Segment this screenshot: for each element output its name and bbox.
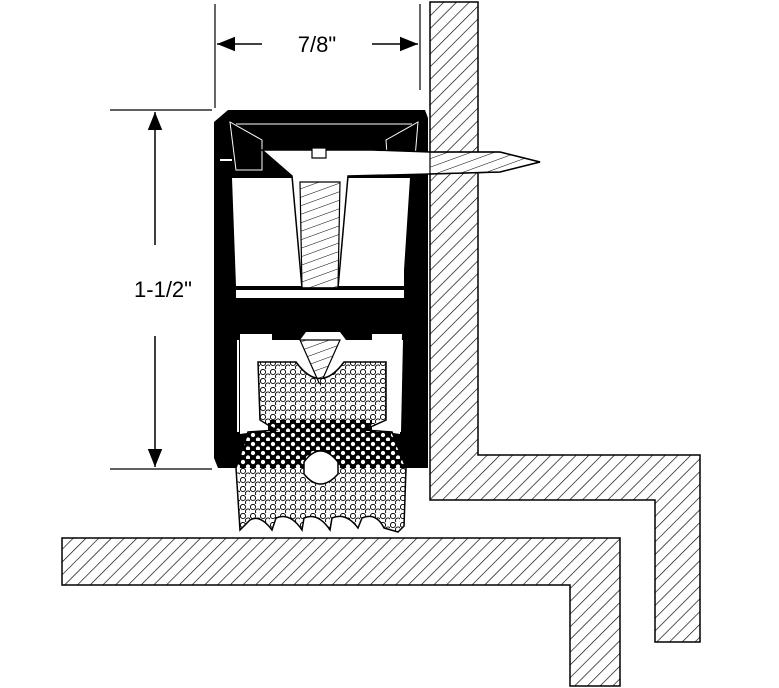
height-dimension-label: 1-1/2"	[134, 277, 192, 302]
seal-hollow	[303, 450, 339, 485]
screw	[259, 147, 541, 387]
floor-slab	[61, 537, 621, 687]
foam-seal	[235, 361, 407, 533]
width-dimension-label: 7/8"	[298, 32, 336, 57]
dimension-lines	[110, 4, 421, 470]
